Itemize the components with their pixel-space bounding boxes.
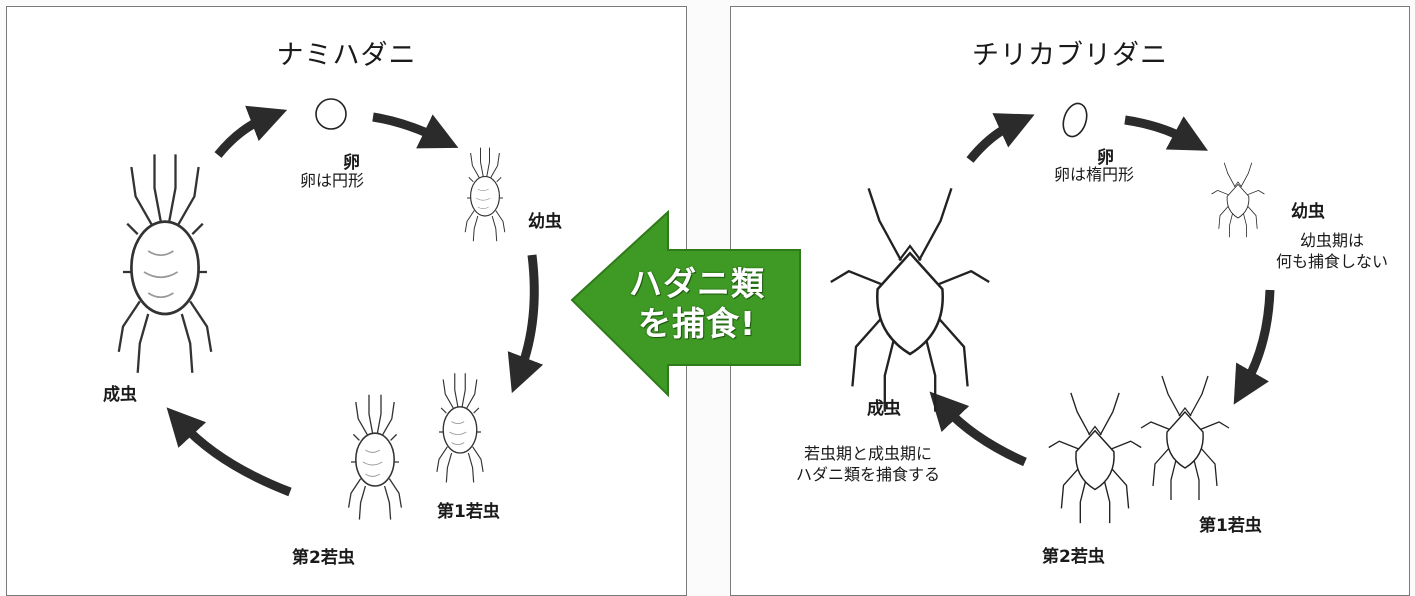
larva-label: 幼虫: [528, 212, 562, 232]
larva-note-line2: 何も捕食しない: [1275, 252, 1388, 271]
larva-note: 幼虫期は 何も捕食しない: [1262, 230, 1402, 272]
larva-predatory-mite-icon: [1211, 162, 1265, 238]
adult-predatory-mite-icon: [829, 187, 991, 413]
larva-mite-icon: [464, 147, 506, 242]
predation-note-line1: 若虫期と成虫期に: [803, 444, 932, 463]
nymph2-label: 第2若虫: [1042, 547, 1105, 567]
nymph1-label: 第1若虫: [437, 502, 500, 522]
panel-title: ナミハダニ: [276, 40, 417, 71]
egg-icon: [1062, 102, 1088, 138]
nymph1-label: 第1若虫: [1199, 516, 1262, 536]
predation-note: 若虫期と成虫期に ハダニ類を捕食する: [768, 443, 968, 485]
nymph2-mite-icon: [347, 394, 403, 521]
egg-label: 卵: [343, 153, 360, 173]
egg-label: 卵: [1097, 148, 1114, 168]
lifecycle-diagram: [117, 98, 1275, 524]
panel-title: チリカブリダニ: [972, 40, 1168, 71]
right-cycle-arrows: [929, 113, 1275, 467]
callout-line1: ハダニ類: [629, 264, 765, 303]
egg-note: 卵は楕円形: [1054, 165, 1135, 184]
adult-mite-icon: [117, 153, 213, 375]
larva-label: 幼虫: [1291, 202, 1325, 222]
predation-callout: ハダニ類 を捕食!: [612, 264, 782, 344]
egg-icon: [315, 98, 347, 130]
predation-callout-arrow: [570, 209, 801, 398]
nymph1-predatory-mite-icon: [1140, 375, 1230, 501]
callout-line2: を捕食!: [637, 304, 757, 343]
adult-label: 成虫: [103, 385, 137, 405]
nymph2-label: 第2若虫: [292, 548, 355, 568]
egg-note: 卵は円形: [300, 171, 365, 190]
adult-label: 成虫: [867, 399, 901, 419]
nymph1-mite-icon: [436, 372, 484, 484]
predation-note-line2: ハダニ類を捕食する: [795, 465, 940, 484]
larva-note-line1: 幼虫期は: [1299, 231, 1364, 250]
left-cycle-arrows: [166, 105, 544, 497]
nymph2-predatory-mite-icon: [1048, 392, 1142, 524]
